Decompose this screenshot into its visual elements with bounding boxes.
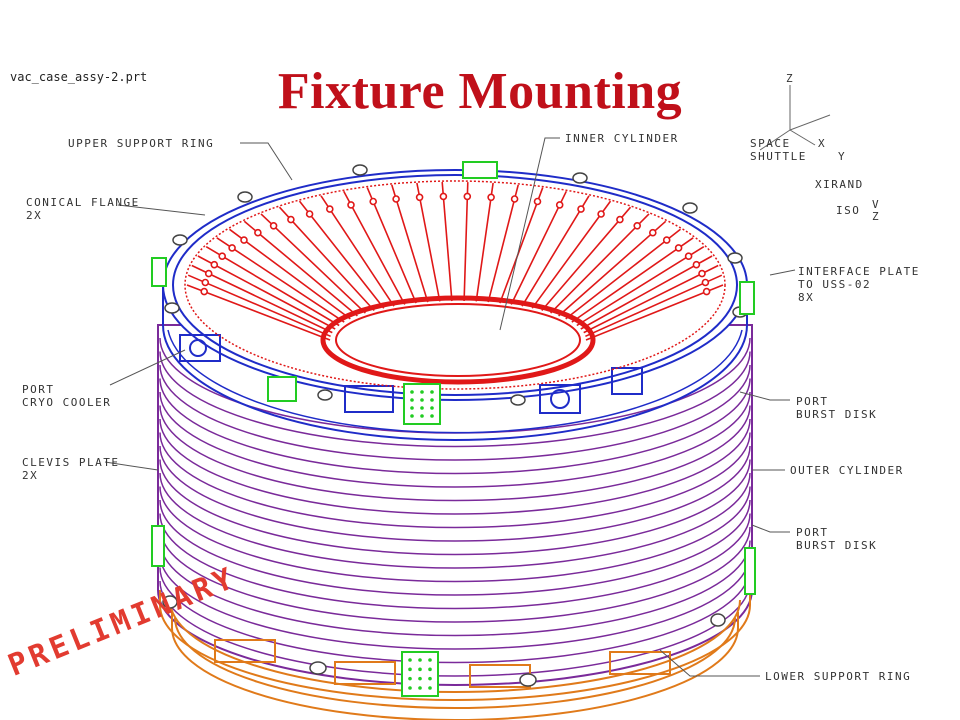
upper-support-ring bbox=[162, 169, 748, 441]
inner-cylinder bbox=[184, 180, 726, 390]
leader-lines bbox=[104, 137, 796, 677]
clevis-plate-label: CLEVIS PLATE 2X bbox=[22, 456, 120, 482]
iso-v-label: V bbox=[872, 198, 881, 211]
xrand-label: XIRAND bbox=[815, 178, 864, 191]
iso-label: ISO bbox=[836, 204, 861, 217]
axis-triad bbox=[759, 85, 831, 151]
axis-x-label: X bbox=[818, 137, 827, 150]
axis-z-label: Z bbox=[786, 72, 795, 85]
page-title: Fixture Mounting bbox=[277, 63, 683, 120]
lower-support-ring bbox=[159, 590, 751, 720]
port-cryo-cooler-label: PORT CRYO COOLER bbox=[22, 383, 112, 409]
upper-support-ring-label: UPPER SUPPORT RING bbox=[68, 137, 215, 150]
conical-flange-label: CONICAL FLANGE 2X bbox=[26, 196, 140, 222]
interface-plate-label: INTERFACE PLATE TO USS-02 8X bbox=[798, 265, 920, 304]
inner-cylinder-label: INNER CYLINDER bbox=[565, 132, 679, 145]
lower-ring-bosses bbox=[162, 595, 726, 687]
outer-cylinder-label: OUTER CYLINDER bbox=[790, 464, 904, 477]
axis-y-label: Y bbox=[838, 150, 847, 163]
lower-support-ring-label: LOWER SUPPORT RING bbox=[765, 670, 912, 683]
upper-ring-bosses bbox=[164, 164, 748, 406]
space-shuttle-label: SPACE SHUTTLE bbox=[750, 137, 807, 163]
port-burst-disk-lower-label: PORT BURST DISK bbox=[796, 526, 878, 552]
outer-cylinder bbox=[157, 324, 753, 686]
port-burst-disk-upper-label: PORT BURST DISK bbox=[796, 395, 878, 421]
iso-z-label: Z bbox=[872, 210, 881, 223]
filename-label: vac_case_assy-2.prt bbox=[10, 70, 148, 84]
